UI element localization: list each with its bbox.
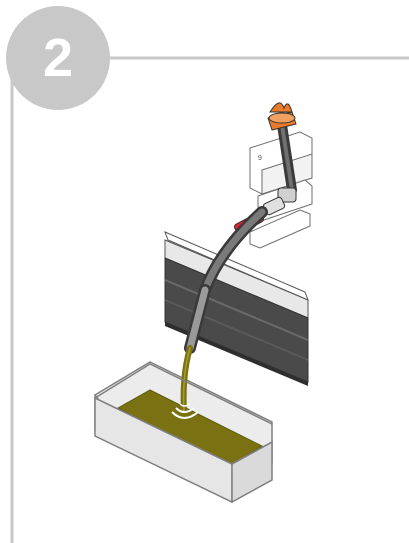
- splash-ring-mid: [175, 407, 195, 413]
- valve-bracket: [249, 209, 311, 249]
- splash-ring-inner: [179, 403, 191, 407]
- drain-tray: [94, 345, 273, 504]
- spray-nozzle-icon: [267, 102, 297, 131]
- drain-hose: [184, 206, 268, 354]
- step-badge-circle: [6, 6, 110, 110]
- svg-text:9: 9: [258, 155, 262, 162]
- nozzle-pipe: [277, 120, 297, 195]
- machine-rail: [164, 231, 309, 386]
- step-number-badge: 2: [42, 28, 74, 88]
- splash-ring-outer: [171, 411, 199, 419]
